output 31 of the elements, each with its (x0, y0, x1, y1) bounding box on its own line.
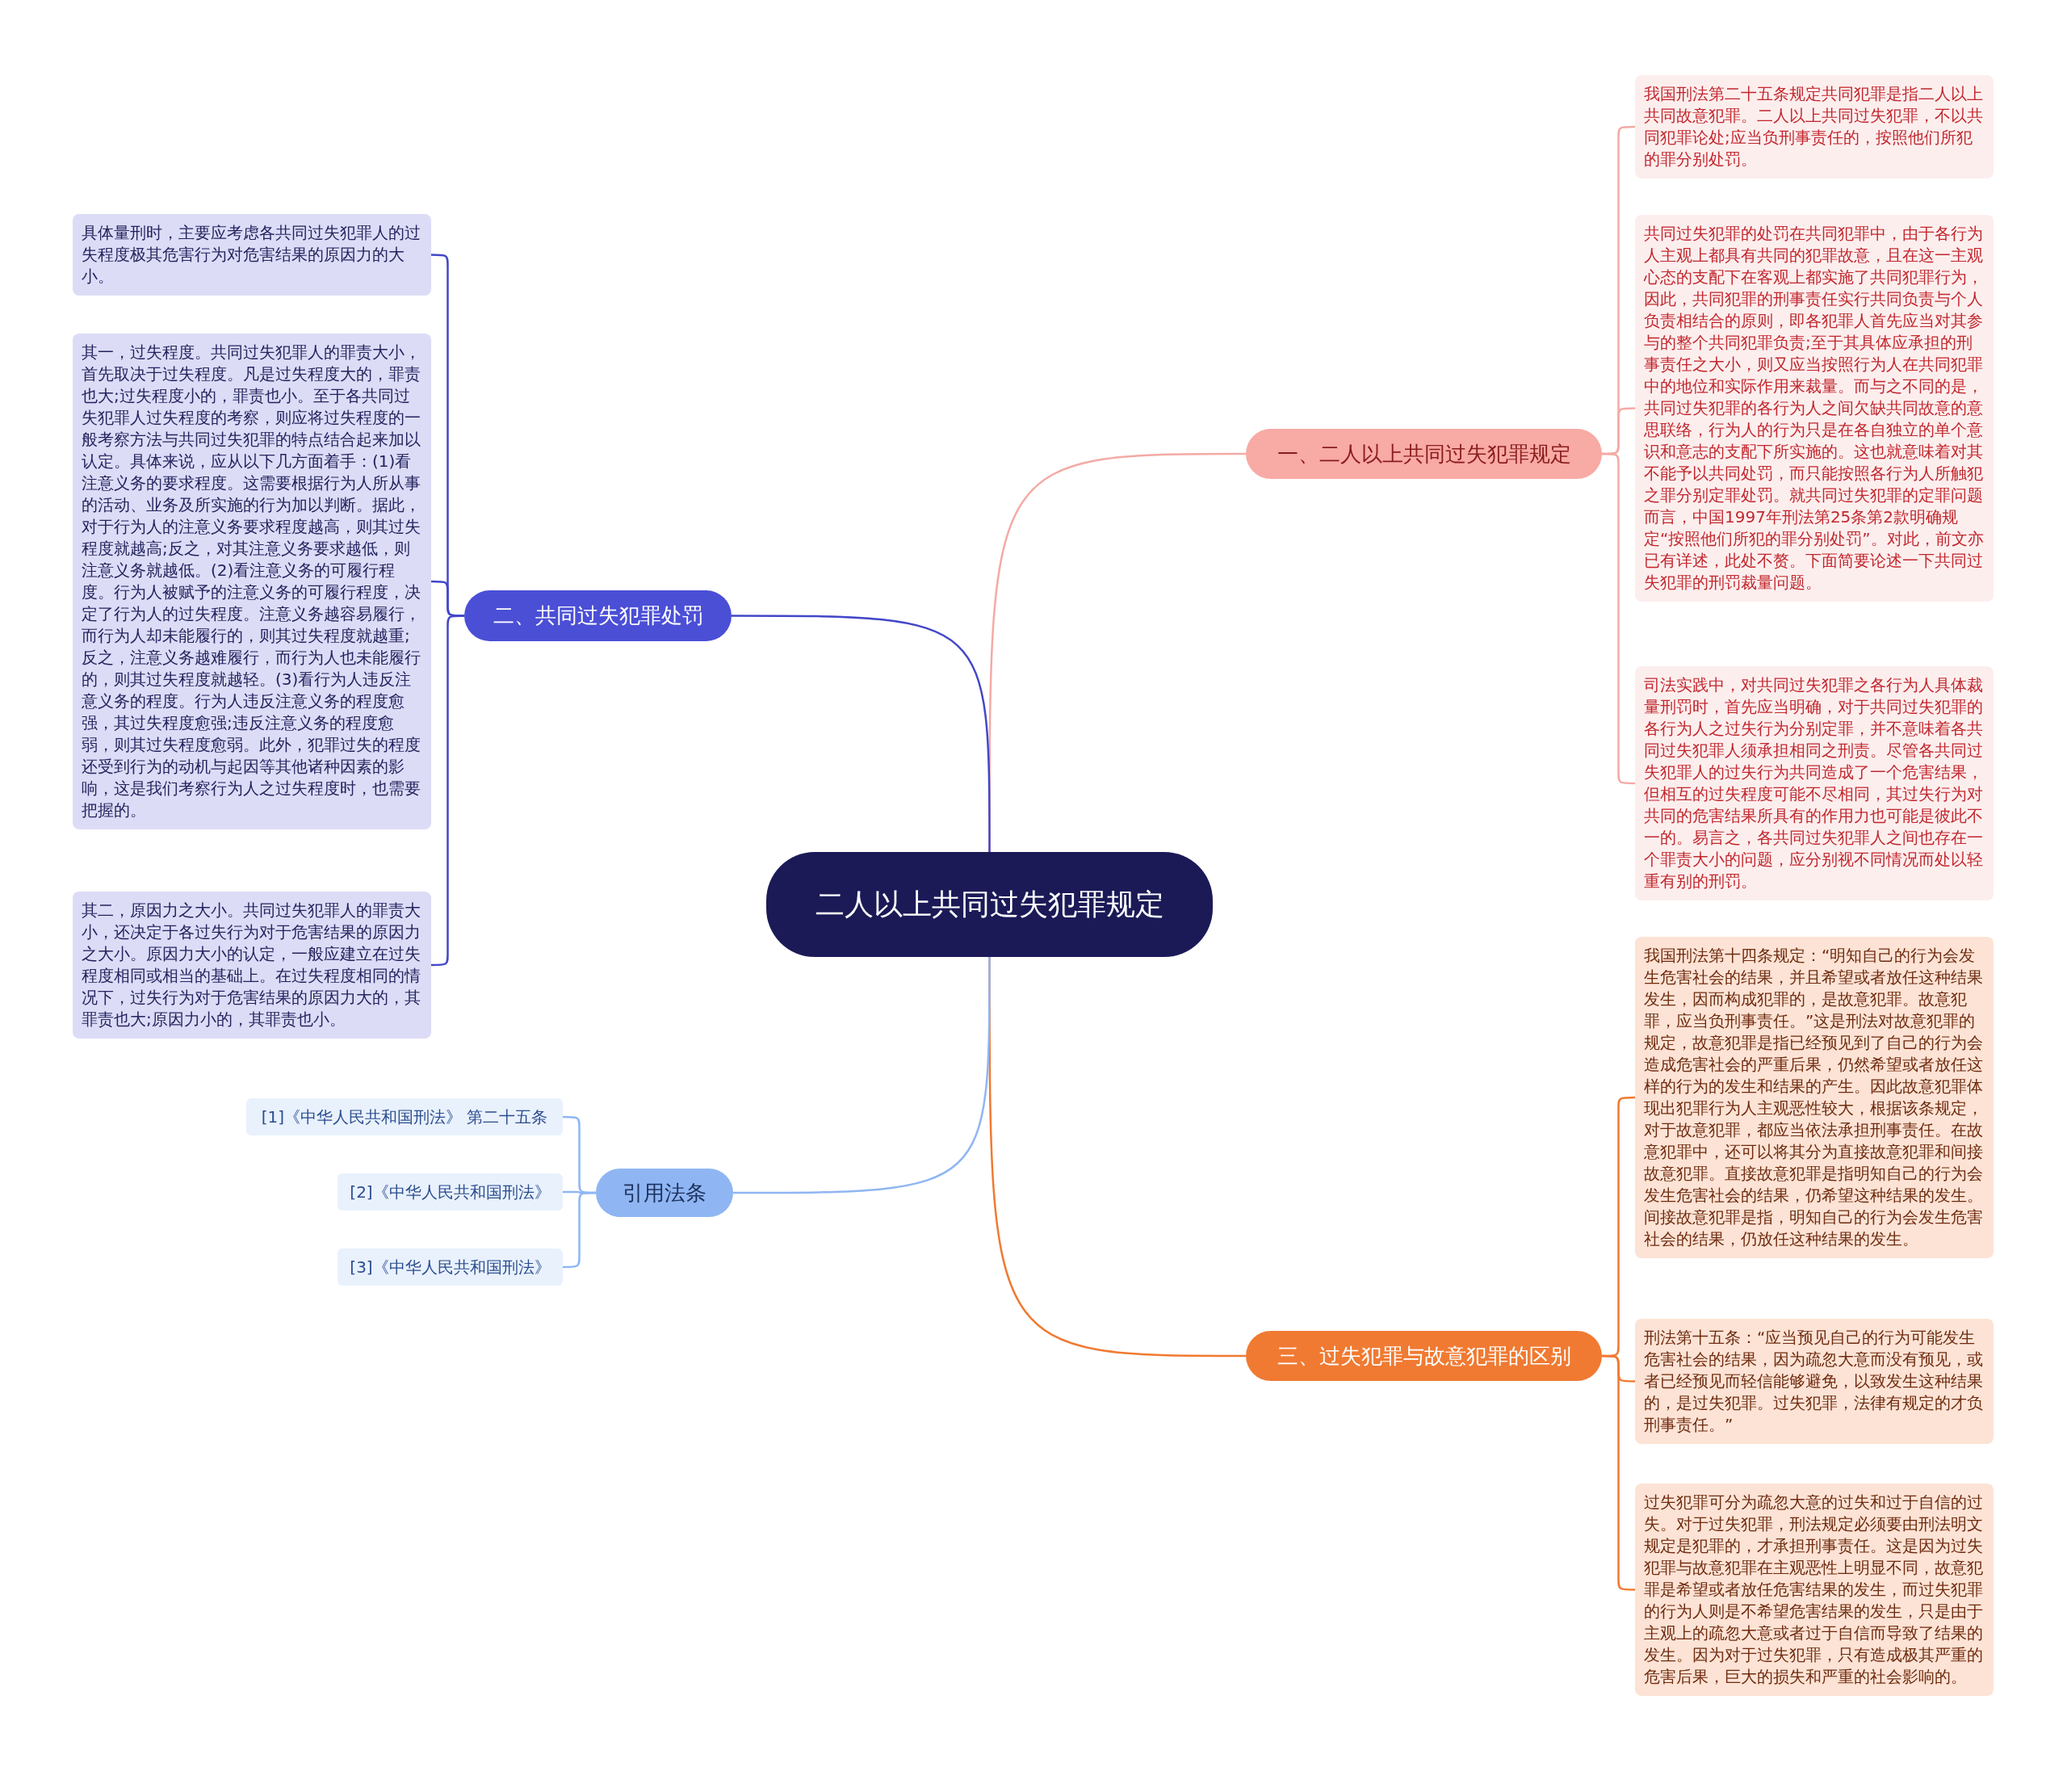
note-card (73, 214, 431, 296)
topic-text: [3]《中华人民共和国刑法》 (350, 1256, 551, 1278)
topic-text: 我国刑法第十四条规定：“明知自己的行为会发生危害社会的结果，并且希望或者放任这种结果发生，因而构成犯罪的，是故意犯罪。故意犯罪，应当负刑事责任。”这是刑法对故意犯罪的规定，故意犯罪是指已经预见到了自己的行为会造成危害社会的严重后果，仍然希望或者放任这样的行为的发生和结果的产生。因此故意犯罪体现出犯罪行为人主观恶性较大，根据该条规定，对于故意犯罪，都应当依法承担刑事责任。在故意犯罪中，还可以将其分为直接故意犯罪和间接故意犯罪。直接故意犯罪是指明知自己的行为会发生危害社会的结果，仍希望这种结果的发生。间接故意犯罪是指，明知自己的行为会发生危害社会的结果，仍放任这种结果的发生。 (1644, 945, 1984, 1250)
connector-line (563, 1191, 596, 1269)
topic-text: 三、过失犯罪与故意犯罪的区别 (1277, 1342, 1571, 1370)
topic-text: 二人以上共同过失犯罪规定 (815, 887, 1164, 922)
note-card (73, 892, 431, 1039)
connector-line (1602, 452, 1635, 785)
topic-text: 我国刑法第二十五条规定共同犯罪是指二人以上共同故意犯罪。二人以上共同过失犯罪，不以共同犯罪论处;应当负刑事责任的，按照他们所犯的罪分别处罚。 (1644, 83, 1984, 170)
topic-text: 共同过失犯罪的处罚在共同犯罪中，由于各行为人主观上都具有共同的犯罪故意，且在这一主观心态的支配下在客观上都实施了共同犯罪行为，因此，共同犯罪的刑事责任实行共同负责与个人负责相结合的原则，即各犯罪人首先应当对其参与的整个共同犯罪负责;至于其具体应承担的刑事责任之大小，则又应当按照行为人在共同犯罪中的地位和实际作用来裁量。而与之不同的是，共同过失犯罪的各行为人之间欠缺共同故意的意思联络，行为人的行为只是在各自独立的单个意识和意志的支配下所实施的。这也就意味着对其不能予以共同处罚，而只能按照各行为人所触犯之罪分别定罪处罚。就共同过失犯罪的定罪问题而言，中国1997年刑法第25条第2款明确规定“按照他们所犯的罪分别处罚”。对此，前文亦已有详述，此处不赘。下面简要论述一下共同过失犯罪的刑罚裁量问题。 (1644, 223, 1985, 594)
connector-line (1602, 1354, 1635, 1591)
topic-text: 一、二人以上共同过失犯罪规定 (1277, 440, 1571, 468)
reference-tag (338, 1173, 563, 1211)
note-card (1635, 1319, 1994, 1444)
reference-tag (338, 1249, 563, 1286)
connector-line (733, 957, 991, 1194)
topic-text: 刑法第十五条：“应当预见自己的行为可能发生危害社会的结果，因为疏忽大意而没有预见，或者已经预见而轻信能够避免，以致发生这种结果的，是过失犯罪。过失犯罪，法律有规定的才负刑事责任。” (1644, 1327, 1984, 1436)
connector-line (732, 615, 991, 852)
topic-text: [2]《中华人民共和国刑法》 (350, 1181, 551, 1203)
topic-text: 其一，过失程度。共同过失犯罪人的罪责大小，首先取决于过失程度。凡是过失程度大的，罪责也大;过失程度小的，罪责也小。至于各共同过失犯罪人过失程度的考察，则应将过失程度的一般考察方法与共同过失犯罪的特点结合起来加以认定。具体来说，应从以下几方面着手：(1)看注意义务的要求程度。这需要根据行为人所从事的活动、业务及所实施的行为加以判断。据此，对于行为人的注意义务要求程度越高，则其过失程度就越高;反之，对其注意义务要求越低，则注意义务就越低。(2)看注意义务的可履行程度。行为人被赋予的注意义务的可履行程度，决定了行为人的过失程度。注意义务越容易履行，而行为人却未能履行的，则其过失程度就越重;反之，注意义务越难履行，而行为人也未能履行的，则其过失程度就越轻。(3)看行为人违反注意义务的程度。行为人违反注意义务的程度愈强，其过失程度愈强;违反注意义务的程度愈弱，则其过失程度愈弱。此外，犯罪过失的程度还受到行为的动机与起因等其他诸种因素的影响，这是我们考察行为人之过失程度时，也需要把握的。 (82, 342, 421, 821)
topic-text: 具体量刑时，主要应考虑各共同过失犯罪人的过失程度极其危害行为对危害结果的原因力的大小。 (82, 222, 421, 287)
topic-text: 二、共同过失犯罪处罚 (493, 602, 703, 629)
connector-line (431, 615, 464, 967)
topic-text: 其二，原因力之大小。共同过失犯罪人的罪责大小，还决定于各过失行为对于危害结果的原因力之大小。原因力大小的认定，一般应建立在过失程度相同或相当的基础上。在过失程度相同的情况下，过失行为对于危害结果的原因力大的，其罪责也大;原因力小的，其罪责也小。 (82, 900, 421, 1030)
reference-tag (246, 1098, 563, 1135)
topic-text: 过失犯罪可分为疏忽大意的过失和过于自信的过失。对于过失犯罪，刑法规定必须要由刑法明文规定是犯罪的，才承担刑事责任。这是因为过失犯罪与故意犯罪在主观恶性上明显不同，故意犯罪是希望或者放任危害结果的发生，而过失犯罪的行为人则是不希望危害结果的发生，只是由于主观上的疏忽大意或者过于自信而导致了结果的发生。因为对于过失犯罪，只有造成极其严重的危害后果，巨大的损失和严重的社会影响的。 (1644, 1492, 1984, 1688)
topic-text: 引用法条 (623, 1179, 706, 1207)
topic-text: 司法实践中，对共同过失犯罪之各行为人具体裁量刑罚时，首先应当明确，对于共同过失犯罪的各行为人之过失行为分别定罪，并不意味着各共同过失犯罪人须承担相同之刑责。尽管各共同过失犯罪人的过失行为共同造成了一个危害结果，但相互的过失程度可能不尽相同，其过失行为对共同的危害结果所具有的作用力也可能是彼此不一的。易言之，各共同过失犯罪人之间也存在一个罪责大小的问题，应分别视不同情况而处以轻重有别的刑罚。 (1644, 674, 1984, 892)
topic-text: [1]《中华人民共和国刑法》 第二十五条 (261, 1106, 548, 1128)
note-card (1635, 75, 1994, 178)
branch-topic (596, 1169, 733, 1217)
